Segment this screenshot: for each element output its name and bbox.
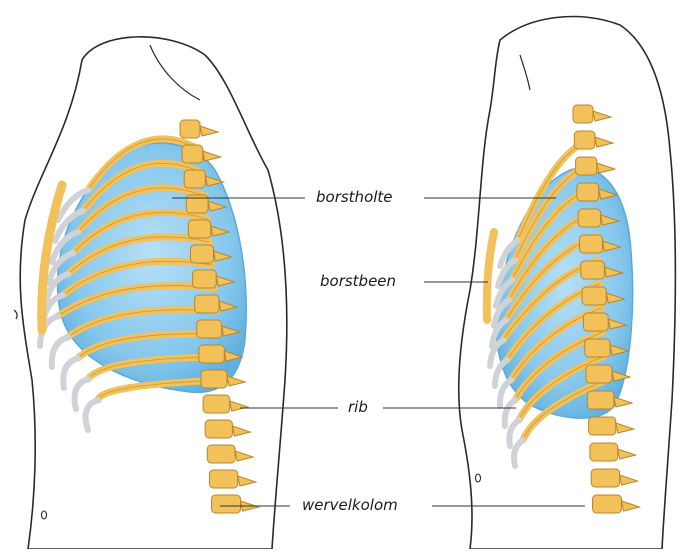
vertebra (199, 345, 224, 363)
label-spine: wervelkolom (300, 496, 400, 514)
vertebra (573, 105, 593, 123)
vertebra (184, 170, 205, 188)
vertebra (574, 131, 595, 149)
vertebra (576, 157, 597, 175)
vertebra (207, 445, 235, 463)
vertebra (593, 495, 622, 513)
vertebra (191, 245, 214, 263)
vertebra (578, 209, 600, 227)
vertebra (212, 495, 241, 513)
left-nipple (14, 310, 17, 319)
vertebra (581, 261, 605, 279)
vertebra (580, 235, 603, 253)
vertebra (188, 220, 210, 238)
label-sternum: borstbeen (318, 272, 398, 290)
right-torso-figure (459, 17, 676, 549)
vertebra (591, 469, 619, 487)
vertebra (590, 443, 618, 461)
vertebra (587, 391, 614, 409)
vertebra (180, 120, 200, 138)
vertebra (589, 417, 616, 435)
vertebra (583, 313, 608, 331)
vertebra (197, 320, 222, 338)
vertebra (582, 287, 606, 305)
vertebra (195, 295, 219, 313)
vertebra (577, 183, 599, 201)
vertebra (586, 365, 612, 383)
vertebra (209, 470, 237, 488)
vertebra (585, 339, 610, 357)
label-rib: rib (346, 398, 370, 416)
left-torso-figure (14, 37, 287, 549)
vertebra (193, 270, 217, 288)
vertebra (201, 370, 227, 388)
vertebra (205, 420, 232, 438)
vertebra (203, 395, 230, 413)
label-chest-cavity: borstholte (314, 188, 395, 206)
vertebra (182, 145, 203, 163)
